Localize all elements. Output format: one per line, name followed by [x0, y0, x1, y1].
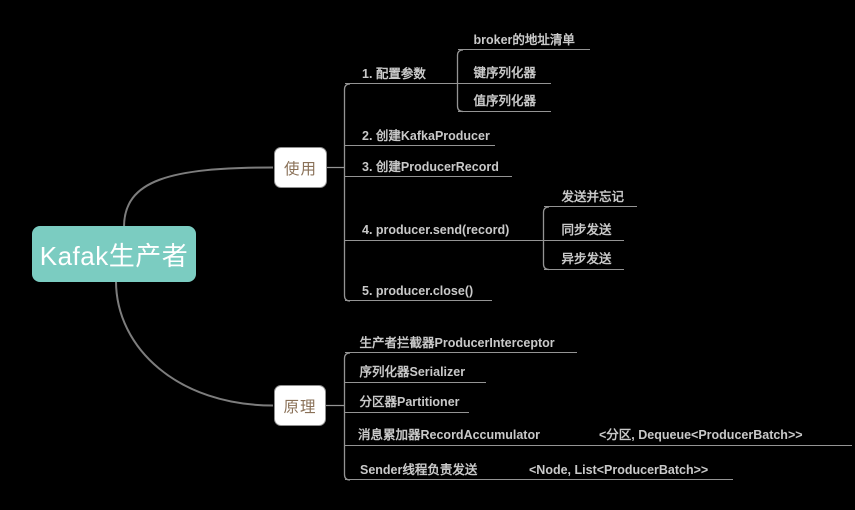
topic-create-producerrecord[interactable]: 3. 创建ProducerRecord: [344, 155, 512, 177]
topic-sync-send[interactable]: 同步发送: [543, 219, 624, 241]
branch-theory-label: 原理: [283, 398, 317, 416]
bracket-usage: [343, 83, 351, 302]
topic-producer-send[interactable]: 4. producer.send(record): [344, 219, 544, 241]
topic-label: broker的地址清单: [473, 32, 575, 47]
topic-producer-close[interactable]: 5. producer.close(): [344, 279, 492, 301]
topic-async-send[interactable]: 异步发送: [543, 248, 624, 270]
topic-serializer[interactable]: 序列化器Serializer: [344, 361, 486, 383]
topic-label: 分区器Partitioner: [359, 395, 460, 409]
curve-root-to-usage: [123, 166, 274, 228]
topic-label: 2. 创建KafkaProducer: [362, 128, 490, 143]
topic-label: 3. 创建ProducerRecord: [362, 159, 499, 174]
topic-label: 消息累加器RecordAccumulator: [358, 428, 540, 442]
topic-broker-address-list[interactable]: broker的地址清单: [457, 28, 590, 50]
topic-label: 生产者拦截器ProducerInterceptor: [359, 335, 555, 350]
topic-label: Sender线程负责发送: [360, 462, 478, 477]
branch-usage[interactable]: 使用: [274, 147, 327, 188]
topic-sender-thread[interactable]: Sender线程负责发送 <Node, List<ProducerBatch>>: [344, 458, 733, 480]
topic-create-kafkaproducer[interactable]: 2. 创建KafkaProducer: [344, 124, 495, 146]
topic-partitioner[interactable]: 分区器Partitioner: [344, 391, 469, 413]
topic-producer-interceptor[interactable]: 生产者拦截器ProducerInterceptor: [344, 331, 577, 353]
topic-label: 序列化器Serializer: [359, 365, 466, 379]
branch-theory[interactable]: 原理: [274, 385, 326, 426]
root-topic[interactable]: Kafak生产者: [32, 226, 196, 282]
topic-node-list[interactable]: <Node, List<ProducerBatch>>: [529, 462, 709, 477]
branch-usage-label: 使用: [283, 160, 317, 178]
topic-key-serializer[interactable]: 键序列化器: [457, 62, 551, 84]
root-topic-label: Kafak生产者: [39, 240, 189, 271]
topic-label: 异步发送: [561, 252, 612, 266]
topic-label: 键序列化器: [473, 66, 537, 80]
curve-root-to-theory: [115, 280, 274, 407]
topic-label: 值序列化器: [473, 94, 537, 108]
topic-label: 1. 配置参数: [362, 66, 426, 81]
topic-label: 发送并忘记: [561, 189, 625, 204]
topic-partition-dequeue[interactable]: <分区, Dequeue<ProducerBatch>>: [599, 428, 803, 442]
topic-label: 同步发送: [561, 223, 612, 237]
topic-value-serializer[interactable]: 值序列化器: [457, 90, 551, 112]
topic-label: 5. producer.close(): [362, 283, 474, 298]
topic-send-and-forget[interactable]: 发送并忘记: [543, 185, 637, 207]
topic-label: 4. producer.send(record): [362, 223, 510, 237]
topic-record-accumulator[interactable]: 消息累加器RecordAccumulator <分区, Dequeue<Prod…: [344, 424, 852, 446]
topic-config-params[interactable]: 1. 配置参数: [344, 62, 458, 84]
